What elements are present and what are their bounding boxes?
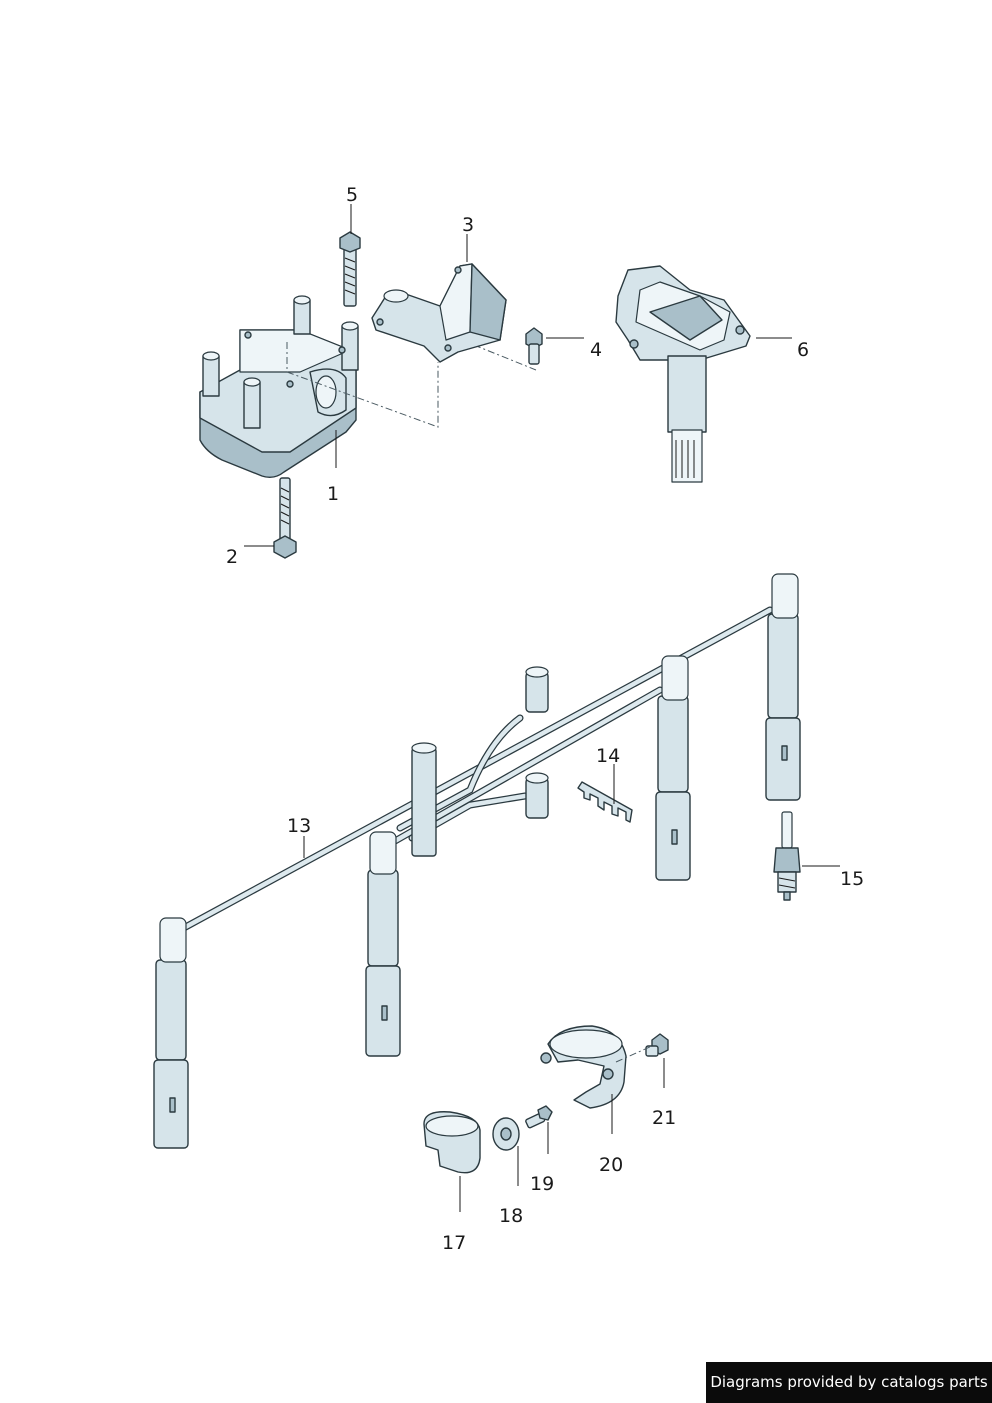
callout-14: 14 [596, 745, 620, 767]
part-2-bolt [273, 477, 297, 559]
part-13-ignition-leads [153, 573, 801, 1149]
callout-2: 2 [226, 546, 238, 568]
part-17-clamp [423, 1111, 481, 1174]
part-20-clamp [540, 1025, 627, 1109]
part-1-ignition-coil [199, 295, 359, 479]
callout-13: 13 [287, 815, 311, 837]
part-19-screw [525, 1105, 553, 1129]
credit-banner: Diagrams provided by catalogs parts [706, 1362, 992, 1403]
callout-1: 1 [327, 483, 339, 505]
part-21-screw [615, 1033, 669, 1063]
callout-3: 3 [462, 214, 474, 236]
part-4-screw [525, 327, 543, 365]
part-5-bolt [339, 231, 361, 307]
part-14-holder [577, 781, 633, 823]
callout-18: 18 [499, 1205, 523, 1227]
callout-20: 20 [599, 1154, 623, 1176]
part-6-coil [615, 265, 751, 483]
part-3-bracket [371, 263, 507, 363]
callout-6: 6 [797, 339, 809, 361]
part-15-spark-plug [773, 811, 801, 901]
part-18-washer [492, 1117, 520, 1151]
callout-15: 15 [840, 868, 864, 890]
callout-4: 4 [590, 339, 602, 361]
callout-5: 5 [346, 184, 358, 206]
callout-19: 19 [530, 1173, 554, 1195]
callout-21: 21 [652, 1107, 676, 1129]
callout-17: 17 [442, 1232, 466, 1254]
